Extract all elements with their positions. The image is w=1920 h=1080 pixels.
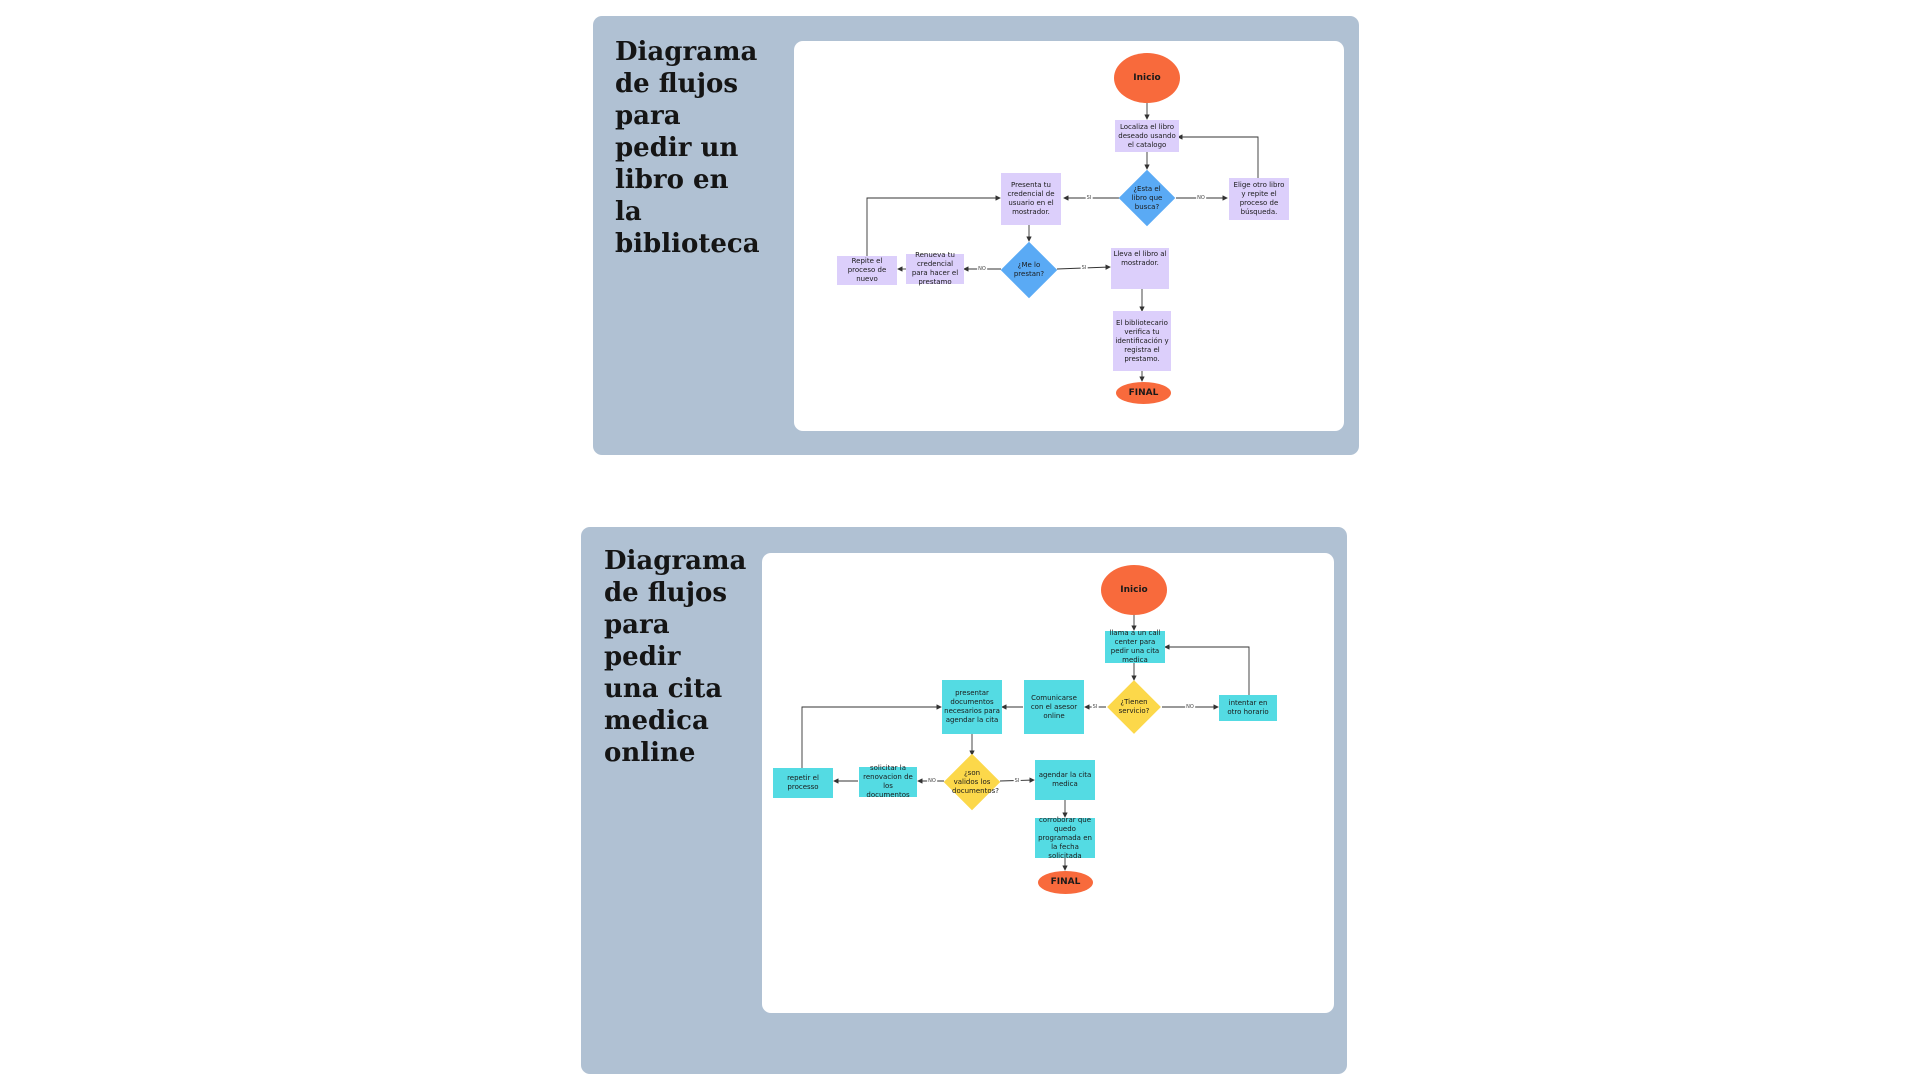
node-renueva-credencial: Renueva tu credencial para hacer el pres…	[906, 251, 964, 286]
node-bibliotecario-verifica: El bibliotecario verifica tu identificac…	[1113, 311, 1171, 371]
node-presenta-credencial: Presenta tu credencial de usuario en el …	[1001, 173, 1061, 225]
edge-label-no: NO	[927, 778, 937, 784]
node-decision-esta-libro: ¿Esta el libro que busca?	[1118, 169, 1176, 227]
diagram-canvas-library: NO SI NO SI Inicio Localiza el libro des…	[794, 41, 1344, 431]
edge-label-si: SI	[1013, 778, 1021, 784]
edge-intentar-llama	[1164, 644, 1250, 695]
panel-title-medical: Diagrama de flujos para pedir una cita m…	[604, 546, 747, 768]
edge-label-si: SI	[1085, 195, 1093, 201]
decision-label: ¿Esta el libro que busca?	[1131, 184, 1163, 211]
decision-label: ¿Me lo prestan?	[1013, 261, 1045, 278]
decision-label: ¿son validos los documentos?	[952, 768, 999, 795]
node-final: FINAL	[1116, 382, 1171, 404]
diagram-canvas-medical: NO SI NO SI Inicio llama a un call cente…	[762, 553, 1334, 1013]
node-intentar-otro-horario: intentar en otro horario	[1219, 695, 1277, 721]
node-repite-proceso: Repite el proceso de nuevo	[837, 256, 897, 285]
connectors-library	[866, 102, 1259, 382]
node-agendar-cita: agendar la cita medica	[1035, 760, 1095, 800]
node-corroborar-fecha: corroborar que quedo programada en la fe…	[1035, 816, 1095, 860]
edge-label-si: SI	[1091, 704, 1099, 710]
node-decision-me-lo-prestan: ¿Me lo prestan?	[1000, 241, 1058, 299]
node-inicio: Inicio	[1114, 53, 1180, 103]
edge-label-no: NO	[977, 266, 987, 272]
edge-elige-localiza	[1177, 134, 1259, 179]
panel-title-library: Diagrama de flujos para pedir un libro e…	[615, 37, 760, 259]
node-decision-documentos-validos: ¿son validos los documentos?	[943, 753, 1001, 811]
node-elige-otro-libro: Elige otro libro y repite el proceso de …	[1229, 178, 1289, 220]
edge-label-no: NO	[1196, 195, 1206, 201]
node-presentar-documentos: presentar documentos necesarios para age…	[942, 680, 1002, 734]
edge-repite-presenta	[866, 195, 1001, 256]
node-final: FINAL	[1038, 871, 1093, 894]
node-llama-call-center: llama a un call center para pedir una ci…	[1105, 629, 1165, 664]
node-inicio: Inicio	[1101, 565, 1167, 615]
diagram-panel-medical: Diagrama de flujos para pedir una cita m…	[581, 527, 1347, 1074]
diagram-panel-library: Diagrama de flujos para pedir un libro e…	[593, 16, 1359, 455]
node-localiza-libro: Localiza el libro deseado usando el cata…	[1115, 120, 1179, 152]
node-solicitar-renovacion: solicitar la renovacion de los documento…	[859, 764, 917, 799]
node-decision-tienen-servicio: ¿Tienen servicio?	[1106, 679, 1162, 735]
node-comunicarse-asesor: Comunicarse con el asesor online	[1024, 680, 1084, 734]
edge-repetir-presentar	[801, 704, 942, 768]
edge-label-no: NO	[1185, 704, 1195, 710]
edge-label-si: SI	[1080, 265, 1088, 271]
node-lleva-libro: Lleva el libro al mostrador.	[1111, 248, 1169, 289]
decision-label: ¿Tienen servicio?	[1118, 698, 1150, 715]
node-repetir-proceso: repetir el processo	[773, 768, 833, 798]
